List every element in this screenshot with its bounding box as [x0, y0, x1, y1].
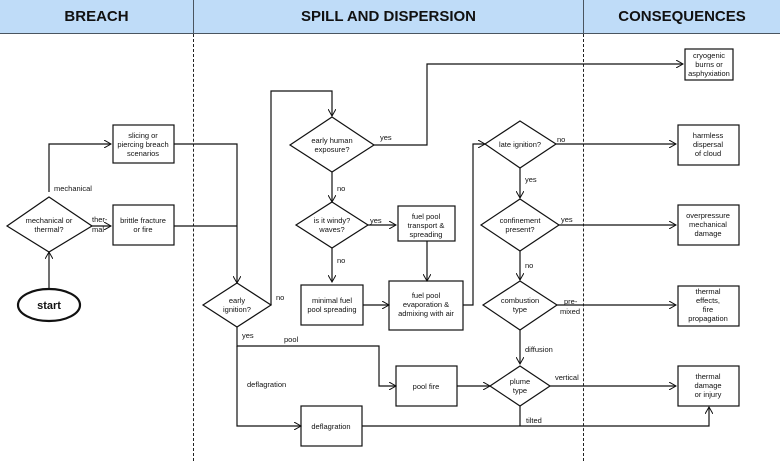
lane-title-breach: BREACH: [64, 8, 129, 25]
decision-late-ignition: [483, 120, 558, 169]
decision-confinement: [479, 198, 561, 252]
decision-combustion: [481, 280, 559, 331]
edge-label-confinement-yes: yes: [561, 215, 573, 224]
edge-label-late-yes: yes: [525, 175, 537, 184]
edge-deflagration: [236, 346, 301, 426]
edge-label-diffusion: diffusion: [525, 345, 553, 354]
late-ignition-text: late ignition?: [499, 140, 541, 149]
edge-label-premixed-2: mixed: [560, 307, 580, 316]
outcome-harmless: [677, 124, 740, 166]
process-pool-fire: [395, 365, 458, 407]
process-brittle: [112, 204, 175, 246]
deflagration-text: deflagration: [311, 422, 350, 431]
decision-mechanical-or-thermal: [5, 196, 94, 253]
process-evaporation: [388, 280, 464, 331]
outcome-cryogenic: [684, 48, 734, 81]
header-divider: [193, 0, 194, 33]
edge-label-windy-no: no: [337, 256, 345, 265]
edge-label-premixed-1: pre-: [564, 297, 578, 306]
process-slicing: [112, 124, 175, 164]
edge-early-yes-pool: [236, 327, 396, 386]
edge-label-mechanical: mechanical: [54, 184, 92, 193]
pool-fire-text: pool fire: [413, 382, 440, 391]
edge-label-tilted: tilted: [526, 416, 542, 425]
decision-early-human: [288, 116, 376, 173]
edge-label-confinement-no: no: [525, 261, 533, 270]
decision-early-ignition: [201, 282, 273, 328]
decision-windy: [294, 201, 370, 249]
edge-label-early-ignition-yes: yes: [242, 331, 254, 340]
outcome-thermal-damage: [677, 365, 740, 407]
start-node: [16, 287, 82, 323]
process-minimal: [300, 284, 364, 326]
edge-label-thermal-1: ther-: [92, 215, 108, 224]
lane-divider-spill-consequences: [583, 34, 584, 461]
edge-label-pool: pool: [284, 335, 299, 344]
edge-label-human-yes: yes: [380, 133, 392, 142]
edge-label-windy-yes: yes: [370, 216, 382, 225]
edge-evaporation-to-late-ignition: [463, 144, 485, 306]
start-label: start: [37, 300, 61, 312]
edge-early-ignition-no: [270, 90, 332, 305]
edge-label-deflagration: deflagration: [247, 380, 286, 389]
edge-human-yes: [374, 64, 683, 146]
lane-title-spill-and-dispersion: SPILL AND DISPERSION: [300, 8, 477, 25]
edge-label-thermal-2: mal: [92, 225, 104, 234]
decision-plume: [488, 365, 552, 407]
edge-mechanical: [48, 144, 111, 192]
edge-slicing-to-early-ignition: [174, 143, 237, 283]
lane-title-consequences: CONSEQUENCES: [618, 8, 746, 25]
process-deflagration: [300, 405, 363, 447]
edge-label-vertical: vertical: [555, 373, 579, 382]
edge-label-human-no: no: [337, 184, 345, 193]
lane-divider-breach-spill: [193, 34, 194, 461]
process-transport: [397, 205, 456, 242]
header-divider: [583, 0, 584, 33]
windy-text: is it windy?waves?: [314, 216, 351, 234]
edge-label-early-ignition-no: no: [276, 293, 284, 302]
outcome-thermal-effects: [677, 285, 740, 327]
edge-deflagration-to-thermal-damage: [362, 407, 709, 427]
lane-header-bar: BREACH SPILL AND DISPERSION CONSEQUENCES: [0, 0, 780, 34]
edge-label-late-no: no: [557, 135, 565, 144]
outcome-overpressure: [677, 204, 740, 246]
